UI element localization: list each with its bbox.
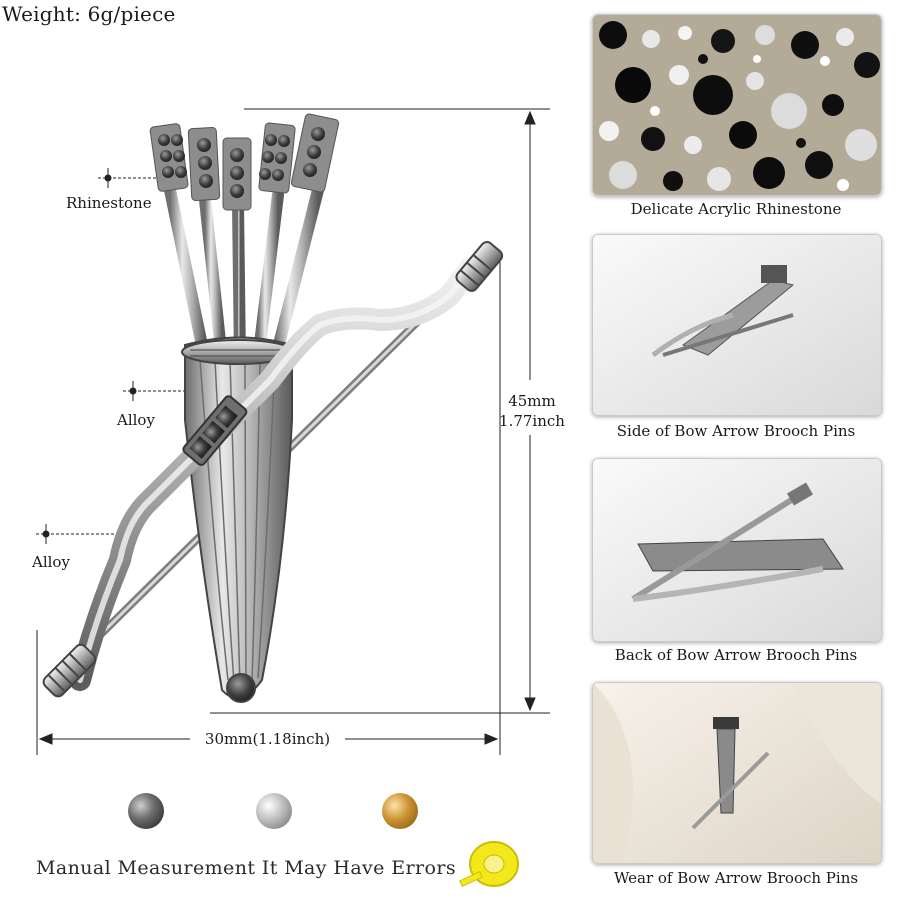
back-view-image — [593, 459, 881, 641]
weight-label: Weight: 6g/piece — [2, 2, 176, 26]
swatch-silver[interactable] — [256, 793, 292, 829]
thumbnail-side[interactable] — [592, 234, 882, 416]
caption-wear: Wear of Bow Arrow Brooch Pins — [613, 869, 859, 887]
rhinestone-closeup-image — [593, 15, 881, 195]
rhinestone-heads — [149, 113, 340, 211]
caption-side: Side of Bow Arrow Brooch Pins — [616, 422, 856, 440]
swatch-bronze[interactable] — [382, 793, 418, 829]
height-dimension-lines — [210, 108, 550, 714]
tape-measure-icon — [459, 841, 519, 888]
caption-rhinestone: Delicate Acrylic Rhinestone — [630, 200, 842, 218]
side-view-image — [593, 235, 881, 415]
thumbnail-wear[interactable] — [592, 682, 882, 864]
bow-tip-upper — [455, 241, 504, 292]
callout-alloy-label-2: Alloy — [32, 553, 70, 571]
thumbnail-rhinestone[interactable] — [592, 14, 882, 196]
callout-rhinestone-label: Rhinestone — [66, 194, 152, 212]
callout-alloy-label-1: Alloy — [117, 411, 155, 429]
height-dimension-label: 45mm 1.77inch — [490, 391, 574, 431]
quiver-gem — [226, 673, 256, 703]
measurement-note: Manual Measurement It May Have Errors — [36, 857, 456, 879]
wear-view-image — [593, 683, 881, 863]
height-mm: 45mm — [508, 392, 556, 410]
thumbnail-back[interactable] — [592, 458, 882, 642]
swatch-black-silver[interactable] — [128, 793, 164, 829]
width-dimension-label: 30mm(1.18inch) — [204, 730, 331, 748]
width-dimension-lines — [36, 250, 501, 755]
bow-tip-lower — [42, 643, 97, 698]
bow-grip — [182, 395, 248, 466]
arrow-shafts — [164, 184, 324, 366]
height-inch: 1.77inch — [499, 412, 565, 430]
brooch-illustration — [36, 108, 550, 755]
caption-back: Back of Bow Arrow Brooch Pins — [614, 646, 858, 664]
